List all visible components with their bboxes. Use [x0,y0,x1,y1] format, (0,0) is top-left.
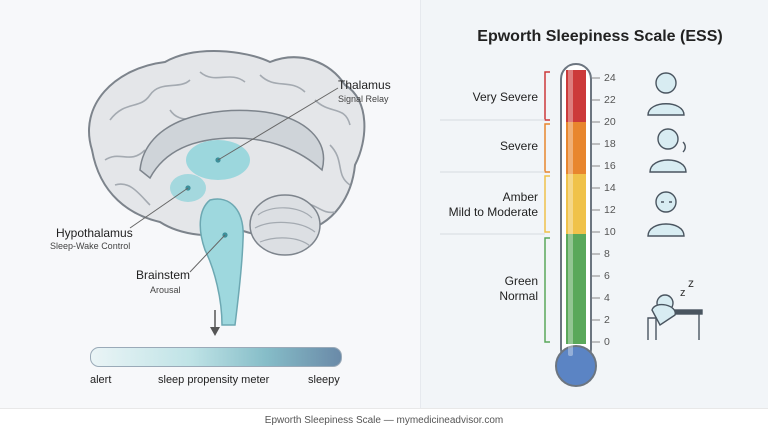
tick-label: 4 [604,292,610,304]
bracket-very-severe [544,71,550,121]
thermometer-bulb [555,345,597,387]
thermometer [555,63,597,387]
hypothalamus-sublabel: Sleep-Wake Control [50,241,131,251]
meter-gradient-bar [90,347,342,367]
meter-alert-label: alert [90,374,112,386]
brainstem [199,198,244,326]
brainstem-sublabel: Arousal [150,285,181,295]
band-normal-fill [566,234,586,344]
band-mild-fill [566,174,586,234]
meter-center-label: sleep propensity meter [158,374,270,386]
scale-panel [420,0,768,408]
band-label-very-severe: Very Severe [472,90,538,104]
person-asleep-desk-icon: z z [647,276,703,340]
sleep-propensity-meter [90,347,342,367]
svg-text:z: z [688,276,694,290]
person-alert-icon [647,72,685,116]
tick-label: 10 [604,226,616,238]
tick-label: 18 [604,138,616,150]
person-drowsy-icon [649,128,687,173]
thalamus-sublabel: Signal Relay [338,94,389,104]
tick-label: 20 [604,116,616,128]
tick-label: 2 [604,314,610,326]
bracket-severe [544,123,550,173]
down-arrow-icon [210,310,220,336]
band-label-normal: Green Normal [499,274,538,303]
band-very-severe-fill [566,70,586,122]
corpus-callosum [139,109,325,180]
band-label-severe: Severe [499,139,538,153]
band-severe-fill [566,122,586,174]
tick-label: 8 [604,248,610,260]
hypothalamus-label: Hypothalamus [56,226,133,240]
footer-credit: Epworth Sleepiness Scale — mymedicineadv… [0,408,768,433]
tick-label: 0 [604,336,610,348]
brainstem-label: Brainstem [136,268,191,282]
person-nodding-icon [647,191,685,237]
thalamus-label: Thalamus [338,78,391,92]
scale-ticks [592,77,600,343]
tick-label: 12 [604,204,616,216]
tick-label: 16 [604,160,616,172]
bracket-normal [544,237,550,343]
page-title: Epworth Sleepiness Scale (ESS) [477,28,723,45]
meter-sleepy-label: sleepy [308,374,340,386]
tick-label: 24 [604,72,616,84]
tick-label: 22 [604,94,616,106]
svg-text:z: z [680,287,686,299]
tick-label: 14 [604,182,616,194]
band-label-mild: Amber Mild to Moderate [448,190,538,219]
tick-label: 6 [604,270,610,282]
bracket-mild [544,175,550,233]
